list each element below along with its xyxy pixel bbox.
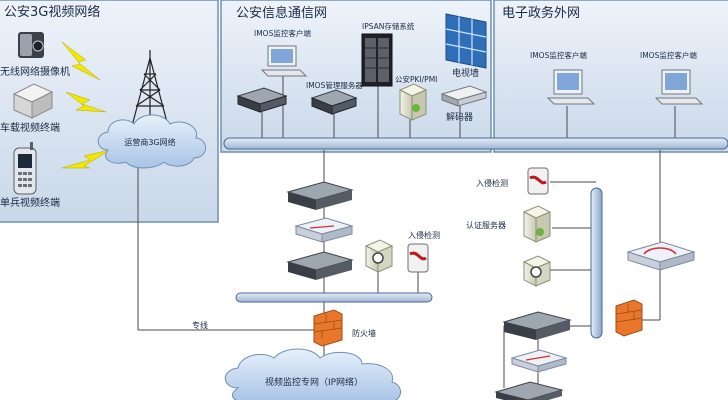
panel-egov-network <box>493 0 728 153</box>
imos-client-pc-icon <box>260 45 308 77</box>
panel-title-egov: 电子政务外网 <box>502 5 580 21</box>
pki-label: 公安PKI/PMI <box>395 74 437 84</box>
right-vertical-bus <box>590 187 603 339</box>
middle-bus <box>235 292 433 303</box>
firewall-icon <box>615 299 643 337</box>
ipsan-storage-icon <box>361 33 393 87</box>
right-intrusion-label: 入侵检测 <box>476 178 508 188</box>
middle-intrusion-label: 入侵检测 <box>408 230 440 240</box>
auth-server-label: 认证服务器 <box>466 220 506 230</box>
firewall-label: 防火墙 <box>352 328 376 338</box>
router-device-icon <box>626 241 696 271</box>
lightning-icon <box>65 91 107 113</box>
auth-server-icon <box>522 205 552 243</box>
router-device-icon <box>510 349 568 373</box>
switch-device-icon <box>286 251 354 280</box>
firewall-icon <box>313 309 343 347</box>
police-client-label: IMOS监控客户端 <box>254 28 311 38</box>
vehicle-terminal-icon <box>12 83 54 119</box>
decoder-label: 解码器 <box>446 111 473 123</box>
video-analytics-icon <box>522 255 552 287</box>
egov-client-label: IMOS监控客户端 <box>640 50 697 60</box>
tv-wall-icon <box>445 13 487 69</box>
pki-server-icon <box>398 83 428 121</box>
carrier-3g-cloud <box>97 114 206 169</box>
video-encoder-device-icon <box>236 87 288 113</box>
main-cloud-label: 视频监控专网（IP网络） <box>265 376 363 388</box>
wireless-camera-label: 无线网络摄像机 <box>0 65 70 78</box>
egov-client-label: IMOS监控客户端 <box>530 50 587 60</box>
imos-management-server-icon <box>310 89 358 115</box>
cell-tower-icon <box>131 50 169 127</box>
carrier-3g-label: 运营商3G网络 <box>124 137 175 147</box>
switch-device-icon <box>494 381 564 400</box>
soldier-terminal-label: 单兵视频终端 <box>0 196 60 209</box>
ipsan-label: IPSAN存储系统 <box>362 21 415 31</box>
egov-client-pc-icon <box>654 69 704 105</box>
egov-client-pc-icon <box>546 69 596 105</box>
intrusion-detection-icon <box>527 167 549 195</box>
mgmt-server-label: IMOS管理服务器 <box>306 80 363 90</box>
soldier-terminal-phone-icon <box>13 142 37 195</box>
decoder-device-icon <box>440 85 488 107</box>
switch-device-icon <box>502 311 572 340</box>
tv-wall-label: 电视墙 <box>452 67 479 79</box>
router-device-icon <box>294 217 354 243</box>
vehicle-terminal-label: 车载视频终端 <box>0 121 60 134</box>
police-egov-backbone-bus <box>223 137 728 150</box>
wireless-camera-icon <box>18 32 44 58</box>
lightning-icon <box>61 41 101 81</box>
leased-line-label: 专线 <box>192 320 208 330</box>
switch-device-icon <box>286 181 354 210</box>
panel-title-police: 公安信息通信网 <box>236 5 327 21</box>
video-analytics-icon <box>364 239 394 273</box>
panel-title-3g: 公安3G视频网络 <box>4 4 100 20</box>
video-surveillance-private-network-cloud <box>224 348 401 400</box>
intrusion-detection-icon <box>407 243 429 273</box>
